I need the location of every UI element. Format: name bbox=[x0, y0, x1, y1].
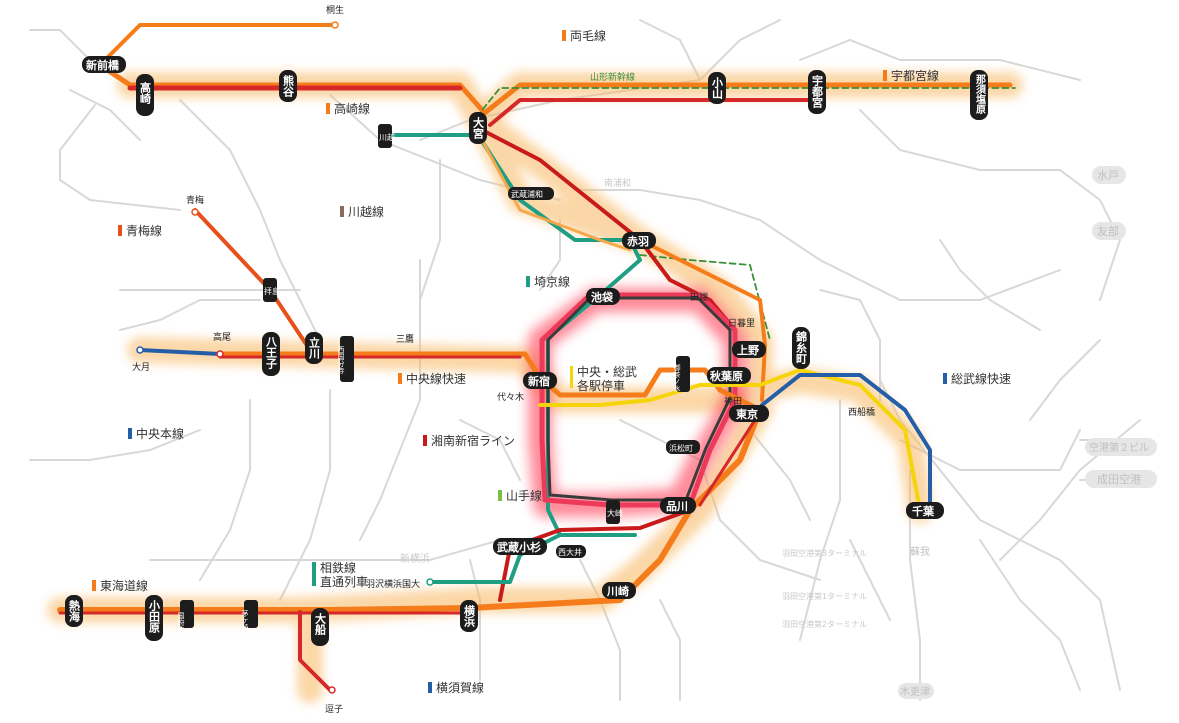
station-odawara: 小田原 bbox=[148, 599, 162, 634]
station-haijima: 拝島 bbox=[264, 286, 280, 296]
label-haneda1: 羽田空港第1ターミナル bbox=[782, 591, 867, 601]
label-airport-t2: 空港第２ビル bbox=[1089, 441, 1149, 454]
station-hamamatsucho: 浜松町 bbox=[669, 443, 693, 453]
label-soga: 蘇我 bbox=[910, 545, 930, 558]
station-musashiurawa: 武蔵浦和 bbox=[511, 189, 543, 199]
legend-sotetsu-1: 相鉄線 bbox=[320, 560, 356, 575]
legend-ome: 青梅線 bbox=[126, 223, 162, 238]
legend-yokosuka: 横須賀線 bbox=[436, 680, 484, 695]
label-mito: 水戸 bbox=[1097, 169, 1119, 182]
station-shinjuku: 新宿 bbox=[528, 374, 550, 388]
legend-chuo-main: 中央本線 bbox=[136, 426, 184, 441]
line-utsunomiya bbox=[479, 82, 1013, 118]
station-takao: 高尾 bbox=[213, 331, 231, 343]
label-narita-airport: 成田空港 bbox=[1097, 472, 1141, 486]
station-kiryu: 桐生 bbox=[326, 4, 344, 16]
station-nasushiobara: 那須塩原 bbox=[974, 74, 987, 115]
legend-yamanote: 山手線 bbox=[506, 488, 542, 503]
label-minamiurawa: 南浦和 bbox=[604, 177, 631, 189]
minor-stations: 桐生 川越 武蔵浦和 青梅 拝島 高尾 大月 三鷹 西国分寺 田端 日暮里 神田… bbox=[132, 4, 875, 715]
station-tabata: 田端 bbox=[690, 291, 708, 303]
station-yoyogi: 代々木 bbox=[497, 391, 524, 403]
legend-kawagoe: 川越線 bbox=[348, 204, 384, 219]
line-yokosuka bbox=[298, 610, 332, 692]
station-utsunomiya: 宇都宮 bbox=[811, 74, 825, 109]
line-tokaido bbox=[57, 407, 763, 613]
station-atami: 熱海 bbox=[68, 599, 81, 623]
station-nishifunabashi: 西船橋 bbox=[848, 406, 875, 418]
legend-yamagata: 山形新幹線 bbox=[590, 71, 635, 83]
station-hachioji: 八王子 bbox=[265, 336, 279, 370]
legend-chuo-sobu-1: 中央・総武 bbox=[577, 364, 637, 379]
station-omiya: 大宮 bbox=[472, 116, 485, 140]
station-akabane: 赤羽 bbox=[627, 234, 649, 248]
station-ueno: 上野 bbox=[737, 343, 759, 357]
label-haneda3: 羽田空港第3ターミナル bbox=[782, 548, 867, 558]
station-ochanomizu: 御茶ノ水 bbox=[673, 363, 681, 392]
line-ome bbox=[193, 208, 312, 352]
station-ikebukuro: 池袋 bbox=[591, 290, 614, 304]
line-sobu-rapid bbox=[760, 373, 932, 512]
station-zushi: 逗子 bbox=[325, 704, 343, 715]
legend-saikyo: 埼京線 bbox=[534, 274, 570, 289]
station-shinagawa: 品川 bbox=[666, 500, 688, 513]
line-chuo-sobu-local bbox=[538, 368, 922, 512]
station-akihabara: 秋葉原 bbox=[710, 369, 743, 383]
station-chigasaki: 茅ケ崎 bbox=[241, 609, 249, 631]
station-nishioi: 西大井 bbox=[558, 547, 582, 557]
label-haneda2: 羽田空港第2ターミナル bbox=[782, 619, 867, 629]
label-shinyokohama: 新横浜 bbox=[400, 552, 430, 565]
station-chiba: 千葉 bbox=[912, 504, 935, 518]
station-mitaka: 三鷹 bbox=[396, 333, 414, 345]
major-stations: 新前橋 赤羽 池袋 上野 秋葉原 東京 新宿 品川 武蔵小杉 川崎 千葉 高崎 … bbox=[65, 56, 988, 646]
line-saikyo bbox=[383, 133, 642, 537]
station-tokyo: 東京 bbox=[736, 407, 758, 421]
label-kisarazu: 木更津 bbox=[900, 686, 930, 698]
station-kawagoe: 川越 bbox=[379, 132, 395, 142]
legend-sobu-rapid: 総武線快速 bbox=[951, 371, 1011, 386]
station-musashikosugi: 武蔵小杉 bbox=[497, 540, 541, 554]
line-ryomo bbox=[98, 23, 337, 67]
station-ofuna: 大船 bbox=[314, 612, 327, 636]
legend-utsunomiya: 宇都宮線 bbox=[891, 68, 939, 83]
station-kanda: 神田 bbox=[724, 395, 742, 407]
station-kokubunji: 西国分寺 bbox=[337, 346, 345, 374]
legend-sotetsu-2: 直通列車 bbox=[320, 575, 368, 589]
legend-ryomo: 両毛線 bbox=[570, 28, 606, 43]
station-tachikawa: 立川 bbox=[308, 336, 322, 359]
station-kawasaki: 川崎 bbox=[606, 584, 629, 598]
legend: 両毛線 宇都宮線 高崎線 川越線 青梅線 埼京線 中央線快速 中央本線 湘南新宿… bbox=[92, 28, 1011, 695]
legend-chuo-sobu-2: 各駅停車 bbox=[577, 378, 625, 393]
legend-takasaki: 高崎線 bbox=[334, 101, 370, 116]
station-kumagaya: 熊谷 bbox=[282, 74, 295, 98]
station-hazawa: 羽沢横浜国大 bbox=[366, 578, 420, 590]
station-nippori: 日暮里 bbox=[728, 317, 755, 329]
station-oyama: 小山 bbox=[711, 76, 725, 100]
station-kinshicho: 錦糸町 bbox=[795, 330, 808, 365]
label-tomobe: 友部 bbox=[1097, 224, 1119, 238]
gray-labels: 水戸 友部 成田空港 空港第２ビル 新横浜 羽田空港第3ターミナル 羽田空港第1… bbox=[400, 166, 1157, 699]
station-otsuki: 大月 bbox=[132, 361, 150, 373]
station-shinmaebashi: 新前橋 bbox=[86, 58, 120, 72]
station-ome: 青梅 bbox=[186, 194, 204, 206]
legend-shonan: 湘南新宿ライン bbox=[431, 433, 515, 448]
station-yokohama: 横浜 bbox=[463, 604, 476, 628]
station-takasaki: 高崎 bbox=[139, 81, 152, 105]
legend-chuo-rapid: 中央線快速 bbox=[406, 371, 466, 386]
station-osaki: 大崎 bbox=[607, 508, 623, 518]
station-kozu: 国府津 bbox=[177, 612, 185, 634]
legend-tokaido: 東海道線 bbox=[100, 578, 148, 593]
